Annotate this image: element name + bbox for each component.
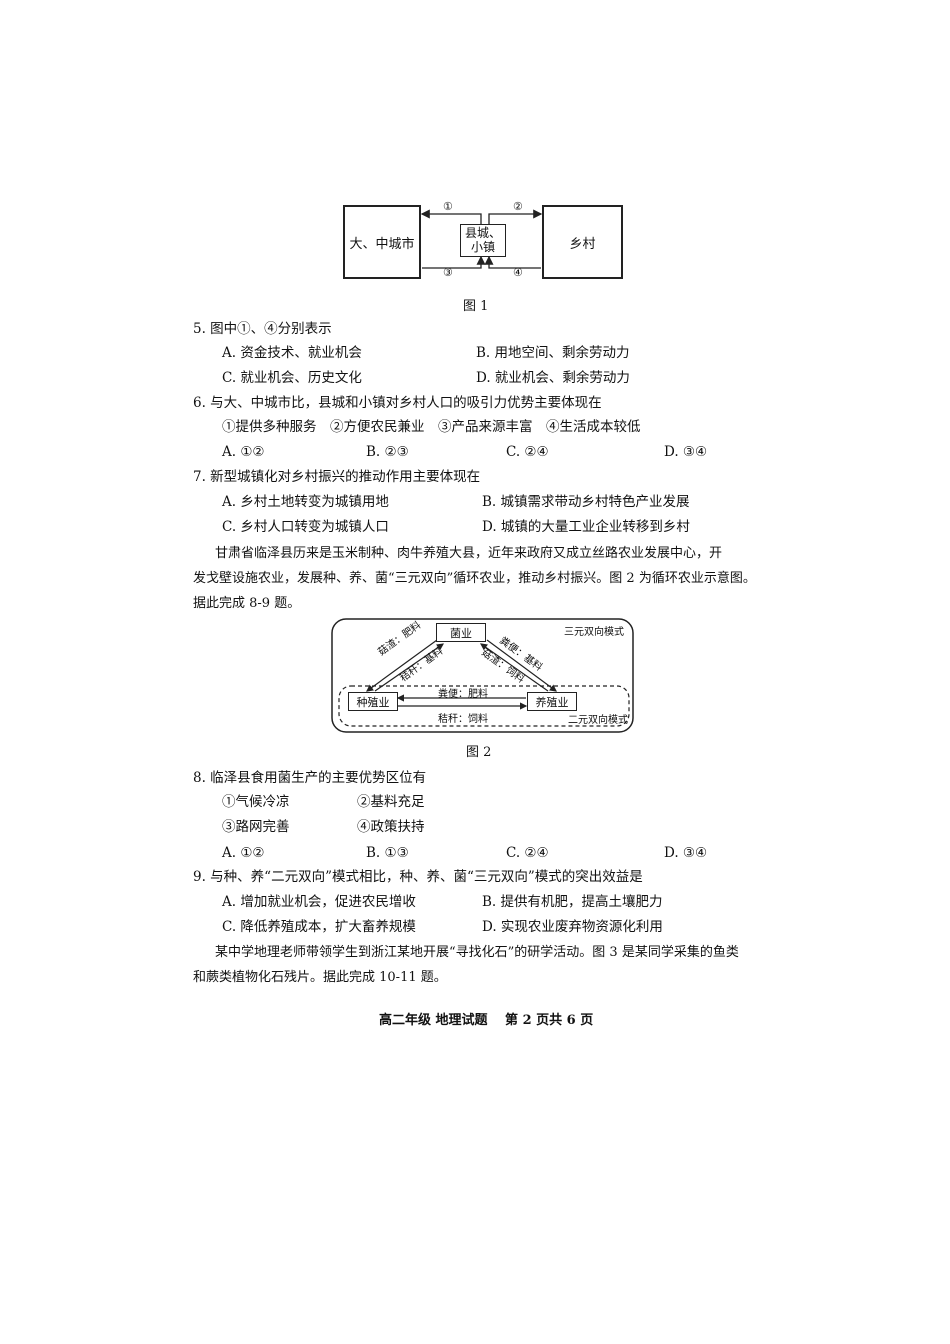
village-box: 乡村 [542,205,623,279]
figure-1-arrows [420,209,543,269]
q7-option-d: D. 城镇的大量工业企业转移到乡村 [482,519,690,535]
arrow-label-2: ② [513,200,523,213]
figure-1: 大、中城市 县城、 小镇 乡村 ① ② ③ ④ [343,200,623,280]
node-fungi-label: 菌业 [450,626,472,640]
q8-option-b: B. ①③ [366,845,409,861]
figure-1-caption: 图 1 [463,299,489,314]
q9-stem: 9. 与种、养“二元双向”模式相比，种、养、菌“三元双向”模式的突出效益是 [193,869,643,885]
q6-items: ①提供多种服务 ②方便农民兼业 ③产品来源丰富 ④生活成本较低 [222,419,641,435]
edge-bottom-top-label: 粪便：肥料 [438,689,488,700]
arrow-label-1: ① [443,200,453,213]
q6-option-a: A. ①② [222,444,265,460]
figure-2: 菌业 种殖业 养殖业 三元双向模式 二元双向模式 菇渣：肥料 秸秆：基料 粪便：… [330,618,635,734]
q9-option-d: D. 实现农业废弃物资源化利用 [482,919,663,935]
q8-item-2: ②基料充足 [357,794,425,810]
q5-option-a: A. 资金技术、就业机会 [222,345,362,361]
q7-stem: 7. 新型城镇化对乡村振兴的推动作用主要体现在 [193,469,481,485]
passage-2-line-2: 和蕨类植物化石残片。据此完成 10-11 题。 [193,970,447,985]
q9-option-a: A. 增加就业机会，促进农民增收 [222,894,416,910]
passage-1-line-1: 甘肃省临泽县历来是玉米制种、肉牛养殖大县，近年来政府又成立丝路农业发展中心，开 [215,546,723,561]
outer-mode-label: 三元双向模式 [564,627,624,638]
q7-option-a: A. 乡村土地转变为城镇用地 [222,494,389,510]
county-label-line2: 小镇 [470,239,495,254]
node-crop-label: 种殖业 [356,695,390,709]
q9-option-b: B. 提供有机肥，提高土壤肥力 [482,894,663,910]
figure-2-caption: 图 2 [466,745,492,760]
q6-option-d: D. ③④ [664,444,708,460]
passage-1-line-2: 发戈壁设施农业，发展种、养、菌“三元双向”循环农业，推动乡村振兴。图 2 为循环… [193,571,756,586]
node-livestock: 养殖业 [527,692,577,711]
q7-option-c: C. 乡村人口转变为城镇人口 [222,519,389,535]
node-livestock-label: 养殖业 [535,695,569,709]
q5-option-c: C. 就业机会、历史文化 [222,370,362,386]
city-label: 大、中城市 [349,236,415,252]
q8-option-a: A. ①② [222,845,265,861]
q8-option-d: D. ③④ [664,845,708,861]
passage-2-line-1: 某中学地理老师带领学生到浙江某地开展“寻找化石”的研学活动。图 3 是某同学采集… [215,945,739,960]
q8-item-4: ④政策扶持 [357,819,425,835]
village-label: 乡村 [569,236,596,252]
county-box: 县城、 小镇 [460,224,506,257]
arrow-label-4: ④ [513,266,523,279]
city-box: 大、中城市 [343,205,421,279]
edge-bottom-bottom-label: 秸秆：饲料 [438,714,488,725]
arrow-label-3: ③ [443,266,453,279]
q5-stem: 5. 图中①、④分别表示 [193,321,332,337]
county-label-line1: 县城、 [464,225,501,240]
q8-item-1: ①气候冷凉 [222,794,290,810]
q8-stem: 8. 临泽县食用菌生产的主要优势区位有 [193,770,427,786]
q5-option-b: B. 用地空间、剩余劳动力 [476,345,630,361]
q5-option-d: D. 就业机会、剩余劳动力 [476,370,630,386]
q6-stem: 6. 与大、中城市比，县城和小镇对乡村人口的吸引力优势主要体现在 [193,395,602,411]
node-crop: 种殖业 [348,692,398,711]
page-footer: 高二年级 地理试题 第 2 页共 6 页 [379,1013,594,1028]
q6-option-c: C. ②④ [506,444,549,460]
q7-option-b: B. 城镇需求带动乡村特色产业发展 [482,494,690,510]
inner-mode-label: 二元双向模式 [568,715,628,726]
passage-1-line-3: 据此完成 8-9 题。 [193,596,301,611]
node-fungi: 菌业 [436,623,486,642]
q8-item-3: ③路网完善 [222,819,290,835]
q6-option-b: B. ②③ [366,444,409,460]
q9-option-c: C. 降低养殖成本，扩大畜养规模 [222,919,416,935]
figure-2-diagram [331,618,634,733]
q8-option-c: C. ②④ [506,845,549,861]
